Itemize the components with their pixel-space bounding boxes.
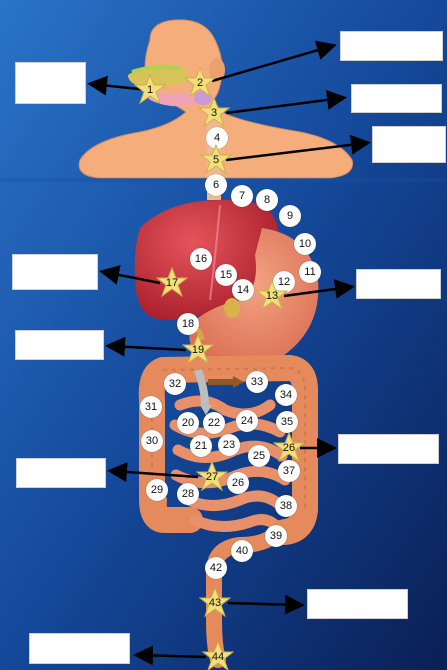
number-marker: 24	[236, 410, 258, 432]
label-box-esophagus[interactable]	[372, 126, 446, 163]
marker-number: 7	[239, 190, 245, 202]
number-marker: 14	[232, 279, 254, 301]
marker-number: 40	[236, 545, 248, 557]
number-marker: 28	[177, 483, 199, 505]
number-marker: 31	[140, 396, 162, 418]
marker-number: 1	[147, 84, 153, 96]
marker-number: 35	[281, 416, 293, 428]
marker-number: 27	[206, 471, 218, 483]
number-marker: 16	[190, 248, 212, 270]
star-marker: 26	[278, 437, 300, 459]
number-marker: 18	[177, 313, 199, 335]
star-marker: 27	[201, 466, 223, 488]
marker-number: 15	[220, 269, 232, 281]
marker-number: 22	[208, 417, 220, 429]
marker-number: 38	[280, 500, 292, 512]
number-marker: 21	[190, 435, 212, 457]
number-marker: 33	[246, 371, 268, 393]
marker-number: 21	[195, 440, 207, 452]
marker-number: 2	[197, 77, 203, 89]
marker-number: 18	[182, 318, 194, 330]
number-marker: 23	[218, 434, 240, 456]
marker-number: 11	[304, 266, 315, 278]
marker-number: 10	[299, 238, 311, 250]
star-marker: 44	[207, 646, 229, 668]
label-box-stomach[interactable]	[356, 269, 441, 299]
number-marker: 7	[231, 185, 253, 207]
marker-number: 30	[146, 435, 158, 447]
marker-number: 6	[213, 179, 219, 191]
marker-number: 39	[270, 530, 282, 542]
marker-number: 20	[182, 417, 194, 429]
number-marker: 37	[278, 460, 300, 482]
marker-number: 43	[209, 597, 221, 609]
number-marker: 11	[299, 261, 321, 283]
marker-number: 4	[214, 132, 220, 144]
marker-number: 33	[251, 376, 263, 388]
marker-number: 9	[287, 210, 293, 222]
label-box-anus[interactable]	[29, 633, 130, 664]
marker-number: 8	[264, 194, 270, 206]
number-marker: 32	[164, 373, 186, 395]
number-marker: 38	[275, 495, 297, 517]
label-box-liver[interactable]	[12, 254, 98, 290]
marker-number: 23	[223, 439, 235, 451]
star-marker: 19	[187, 339, 209, 361]
marker-number: 16	[195, 253, 207, 265]
star-marker: 2	[189, 72, 211, 94]
number-marker: 29	[146, 479, 168, 501]
label-box-pharynx[interactable]	[351, 84, 442, 113]
number-marker: 6	[205, 174, 227, 196]
label-box-gallbladder[interactable]	[15, 330, 104, 360]
marker-number: 5	[213, 154, 219, 166]
number-marker: 39	[265, 525, 287, 547]
marker-number: 13	[266, 290, 278, 302]
star-marker: 13	[261, 285, 283, 307]
label-box-rectum[interactable]	[307, 589, 408, 619]
marker-number: 34	[280, 389, 292, 401]
star-marker: 3	[203, 102, 225, 124]
marker-number: 26	[283, 442, 295, 454]
marker-number: 44	[212, 651, 224, 663]
number-marker: 15	[215, 264, 237, 286]
label-box-mouth[interactable]	[15, 62, 86, 104]
number-marker: 35	[276, 411, 298, 433]
marker-number: 26	[232, 477, 244, 489]
number-marker: 20	[177, 412, 199, 434]
marker-number: 17	[166, 277, 178, 289]
number-marker: 30	[141, 430, 163, 452]
number-marker: 8	[256, 189, 278, 211]
star-marker: 17	[161, 272, 183, 294]
marker-number: 42	[210, 562, 222, 574]
marker-number: 28	[182, 488, 194, 500]
marker-number: 19	[192, 344, 204, 356]
number-marker: 26	[227, 472, 249, 494]
marker-number: 32	[169, 378, 181, 390]
label-box-small-intestine[interactable]	[16, 458, 106, 488]
number-marker: 40	[231, 540, 253, 562]
marker-number: 31	[145, 401, 157, 413]
label-box-salivary[interactable]	[340, 31, 443, 61]
marker-number: 14	[237, 284, 249, 296]
number-marker: 22	[203, 412, 225, 434]
number-marker: 10	[294, 233, 316, 255]
number-marker: 34	[275, 384, 297, 406]
marker-number: 29	[151, 484, 163, 496]
star-marker: 5	[205, 149, 227, 171]
number-marker: 9	[279, 205, 301, 227]
number-marker: 25	[248, 445, 270, 467]
marker-number: 24	[241, 415, 253, 427]
label-box-large-intestine[interactable]	[338, 434, 439, 464]
number-marker: 42	[205, 557, 227, 579]
star-marker: 1	[139, 79, 161, 101]
marker-number: 3	[211, 107, 217, 119]
star-marker: 43	[204, 592, 226, 614]
marker-number: 25	[253, 450, 265, 462]
marker-number: 37	[283, 465, 295, 477]
